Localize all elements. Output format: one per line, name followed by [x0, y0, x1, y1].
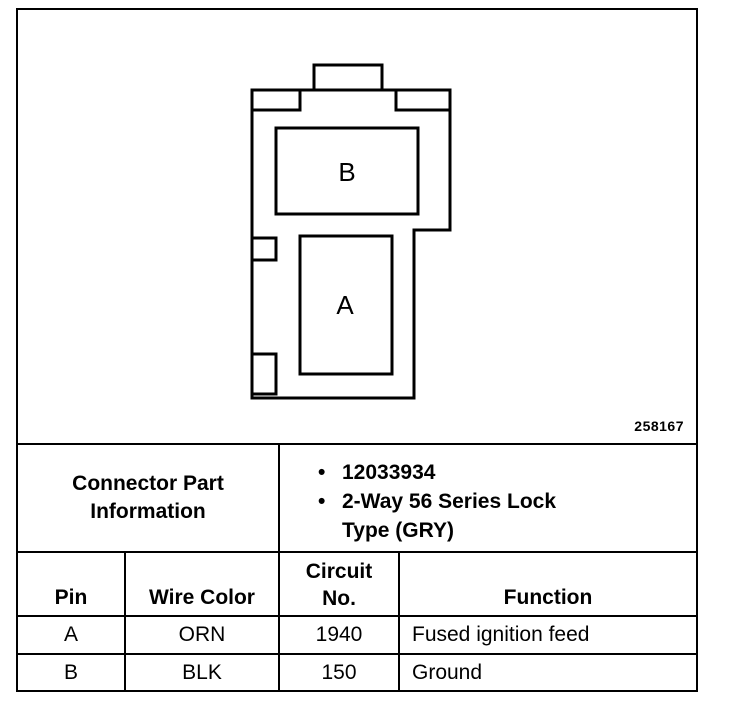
corner-notch-right	[394, 90, 450, 112]
connector-info-title: Connector Part Information	[18, 445, 278, 551]
row-b-wire-color: BLK	[182, 661, 222, 684]
divider-info	[18, 551, 696, 553]
part-number-item: • 12033934	[318, 458, 556, 487]
side-notch-upper	[250, 236, 278, 262]
part-number: 12033934	[342, 461, 436, 484]
divider-col-circuit	[398, 551, 400, 692]
connector-info-details: • 12033934 • 2-Way 56 Series Lock Type (…	[318, 458, 556, 545]
side-notch-lower	[250, 352, 278, 396]
header-function: Function	[503, 586, 593, 609]
connector-face-drawing: B A	[250, 63, 452, 400]
divider-info-vertical	[278, 443, 280, 553]
connector-housing-outline	[250, 88, 452, 400]
divider-col-wire	[278, 551, 280, 692]
header-circuit-no: Circuit No.	[280, 555, 398, 615]
row-b-pin: B	[63, 661, 78, 684]
description-line1: 2-Way 56 Series Lock	[342, 490, 556, 513]
header-circuit-line2: No.	[322, 587, 356, 610]
cavity-a-label: A	[336, 290, 354, 320]
cavity-a	[298, 234, 394, 376]
cavity-b-label: B	[338, 157, 355, 187]
divider-header	[18, 615, 696, 617]
row-a-pin: A	[63, 623, 78, 646]
row-a-circuit: 1940	[315, 623, 363, 646]
row-b-circuit: 150	[321, 661, 357, 684]
header-circuit-line1: Circuit	[305, 560, 373, 583]
bullet-icon: •	[318, 490, 326, 513]
cavity-b	[274, 126, 420, 216]
corner-notch-left	[252, 90, 302, 112]
row-a-function: Fused ignition feed	[412, 623, 590, 646]
description-item: • 2-Way 56 Series Lock Type (GRY)	[318, 487, 556, 545]
divider-row-a	[18, 653, 696, 655]
divider-diagram	[18, 443, 696, 445]
reference-number: 258167	[634, 418, 684, 434]
description-line2: Type (GRY)	[342, 519, 455, 542]
connector-info-title-line2: Information	[90, 500, 206, 523]
connector-info-title-line1: Connector Part	[72, 472, 224, 495]
bullet-icon: •	[318, 461, 326, 484]
row-a-wire-color: ORN	[178, 623, 226, 646]
divider-col-pin	[124, 551, 126, 692]
connector-diagram-frame: B A 258167 Connector Part Information • …	[16, 8, 698, 692]
row-b-function: Ground	[412, 661, 483, 684]
header-pin: Pin	[54, 586, 88, 609]
connector-latch	[312, 63, 384, 90]
header-wire-color: Wire Color	[149, 586, 255, 609]
